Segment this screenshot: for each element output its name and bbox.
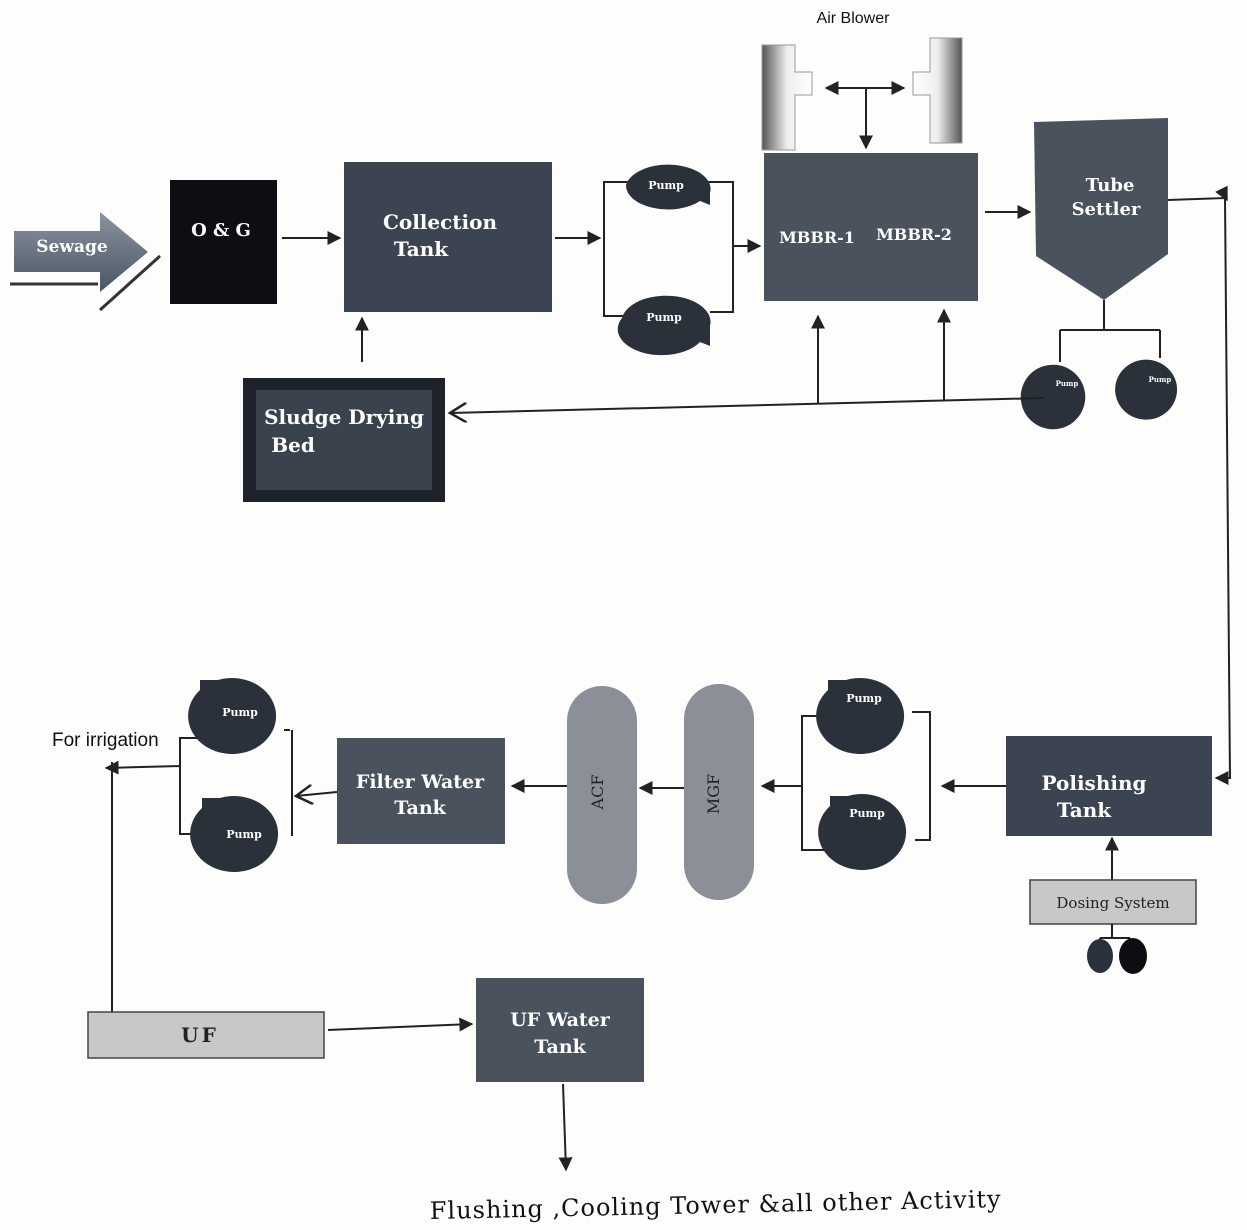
pump-icon: Pump (816, 677, 905, 754)
mbbr1-label: MBBR-1 (779, 228, 855, 247)
svg-text:Pump: Pump (646, 311, 682, 324)
pump-icon: Pump (190, 795, 279, 872)
svg-text:Pump: Pump (849, 807, 885, 820)
collection-pump-manifold-out (708, 181, 760, 313)
tube-settler-shape (1034, 118, 1168, 300)
dosing-pump-icon (1119, 938, 1147, 974)
uf-tank-outlet-arrow (558, 1083, 573, 1172)
uf-water-tank-box (476, 978, 644, 1082)
svg-text:Pump: Pump (1149, 375, 1172, 384)
collection-tank-label-1: Collection (383, 210, 498, 234)
air-blower-left-icon (761, 44, 813, 151)
uf-water-tank-label-1: UF Water (510, 1009, 611, 1031)
collection-tank-label-2: Tank (394, 237, 449, 261)
footer-destination-label: Flushing ,Cooling Tower &all other Activ… (430, 1185, 1002, 1225)
sludge-drying-bed-box (243, 378, 445, 502)
irrigation-pump-manifold-in (284, 729, 293, 836)
svg-text:Pump: Pump (1056, 379, 1079, 388)
for-irrigation-label: For irrigation (52, 730, 159, 751)
air-blower-right-icon (912, 37, 963, 144)
pump-icon: Pump (188, 677, 277, 754)
dosing-system-label: Dosing System (1056, 894, 1169, 912)
acf-label: ACF (588, 775, 607, 811)
filter-pump-manifold-out (762, 715, 830, 851)
uf-label: UF (181, 1023, 219, 1047)
sewage-label: Sewage (36, 237, 108, 257)
mgf-vessel (684, 684, 754, 900)
uf-water-tank-label-2: Tank (534, 1036, 586, 1058)
tube-settler-label-1: Tube (1086, 175, 1135, 196)
collection-tank-box (344, 162, 552, 312)
settler-to-polishing-line (1167, 196, 1232, 785)
mbbr-box (764, 153, 978, 301)
uf-to-uf-tank-arrow (327, 1017, 474, 1032)
polishing-tank-label-2: Tank (1057, 798, 1112, 822)
pump-icon: Pump (1115, 359, 1178, 420)
filter-water-tank-label-1: Filter Water (356, 771, 485, 793)
svg-text:Pump: Pump (226, 828, 262, 841)
pump-icon: Pump (818, 793, 907, 870)
sludge-drying-bed-label-2: Bed (271, 433, 315, 457)
svg-text:Pump: Pump (648, 179, 684, 192)
filter-water-tank-label-2: Tank (394, 797, 446, 819)
tube-settler-label-2: Settler (1072, 199, 1141, 220)
pump-icon: Pump (1020, 364, 1086, 430)
air-blower-label: Air Blower (817, 10, 891, 27)
sewage-inlet-arrow: Sewage (10, 212, 162, 312)
collection-pump-manifold-in (603, 181, 628, 317)
polishing-tank-label-1: Polishing (1042, 771, 1147, 795)
uf-box (87, 1011, 325, 1059)
dosing-system-box (1029, 879, 1197, 925)
settler-outlet-arrow (1215, 185, 1228, 202)
mbbr2-label: MBBR-2 (876, 225, 952, 244)
settler-sludge-header (1059, 300, 1161, 362)
filter-water-tank-box (337, 738, 505, 844)
og-label: O & G (191, 220, 251, 241)
dosing-pump-header (1099, 924, 1131, 946)
filter-tank-to-pumps-arrow (296, 792, 338, 796)
pump-icon: Pump (625, 164, 711, 210)
sludge-drying-bed-label-1: Sludge Drying (264, 405, 424, 429)
svg-text:Pump: Pump (846, 692, 882, 705)
svg-text:Pump: Pump (222, 706, 258, 719)
acf-vessel (567, 686, 637, 904)
dosing-pump-icon (1087, 939, 1113, 973)
polishing-tank-box (1006, 736, 1212, 836)
mgf-label: MGF (704, 774, 723, 814)
sludge-to-drying-bed-arrow (450, 397, 1045, 413)
filter-pump-manifold-in (912, 711, 931, 841)
pump-icon: Pump (617, 295, 711, 356)
irrigation-pump-manifold-out (106, 737, 200, 835)
og-box (170, 180, 277, 304)
